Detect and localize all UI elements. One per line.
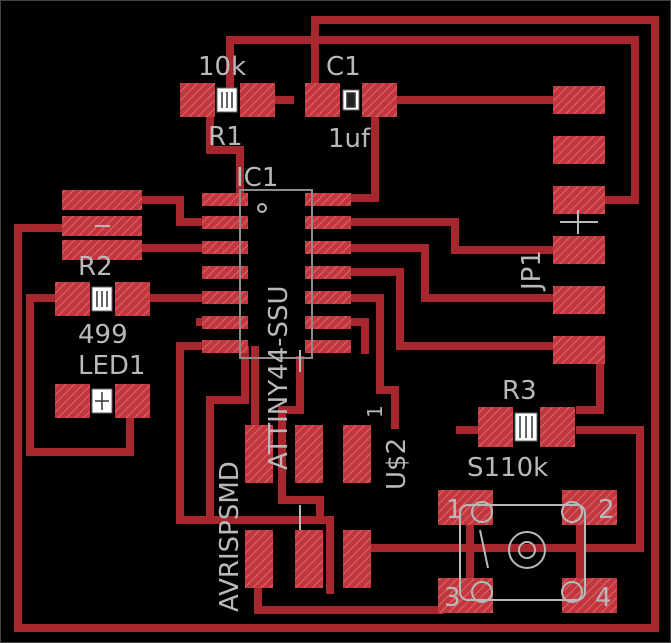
label-r1-value: 10k <box>198 52 246 82</box>
label-s1-pin1: 1 <box>446 495 463 525</box>
label-led1-name: LED1 <box>78 351 145 381</box>
label-jp1-name: JP1 <box>517 250 547 292</box>
label-s1-pin2: 2 <box>598 495 615 525</box>
label-ic1-name: IC1 <box>236 163 278 193</box>
label-ic1-value: ATTINY44-SSU <box>264 285 294 470</box>
label-c1-name: C1 <box>326 52 361 82</box>
label-avrispsmd-name: AVRISPSMD <box>215 461 245 612</box>
copper-traces <box>14 16 659 632</box>
label-s1-value: S110k <box>467 453 548 483</box>
label-r2-name: R2 <box>78 252 113 282</box>
label-s1-pin3: 3 <box>444 583 461 613</box>
label-r2-value: 499 <box>78 320 128 350</box>
label-r3-name: R3 <box>502 376 537 406</box>
copper-pads <box>55 83 617 613</box>
component-body-details <box>95 92 533 438</box>
label-us2-name: U$2 <box>382 438 412 490</box>
label-r1-name: R1 <box>208 122 243 152</box>
silkscreen-outlines <box>95 189 598 603</box>
label-c1-value: 1uf <box>328 124 371 154</box>
label-us2-pin: 1 <box>363 405 387 418</box>
label-s1-pin4: 4 <box>595 583 612 613</box>
